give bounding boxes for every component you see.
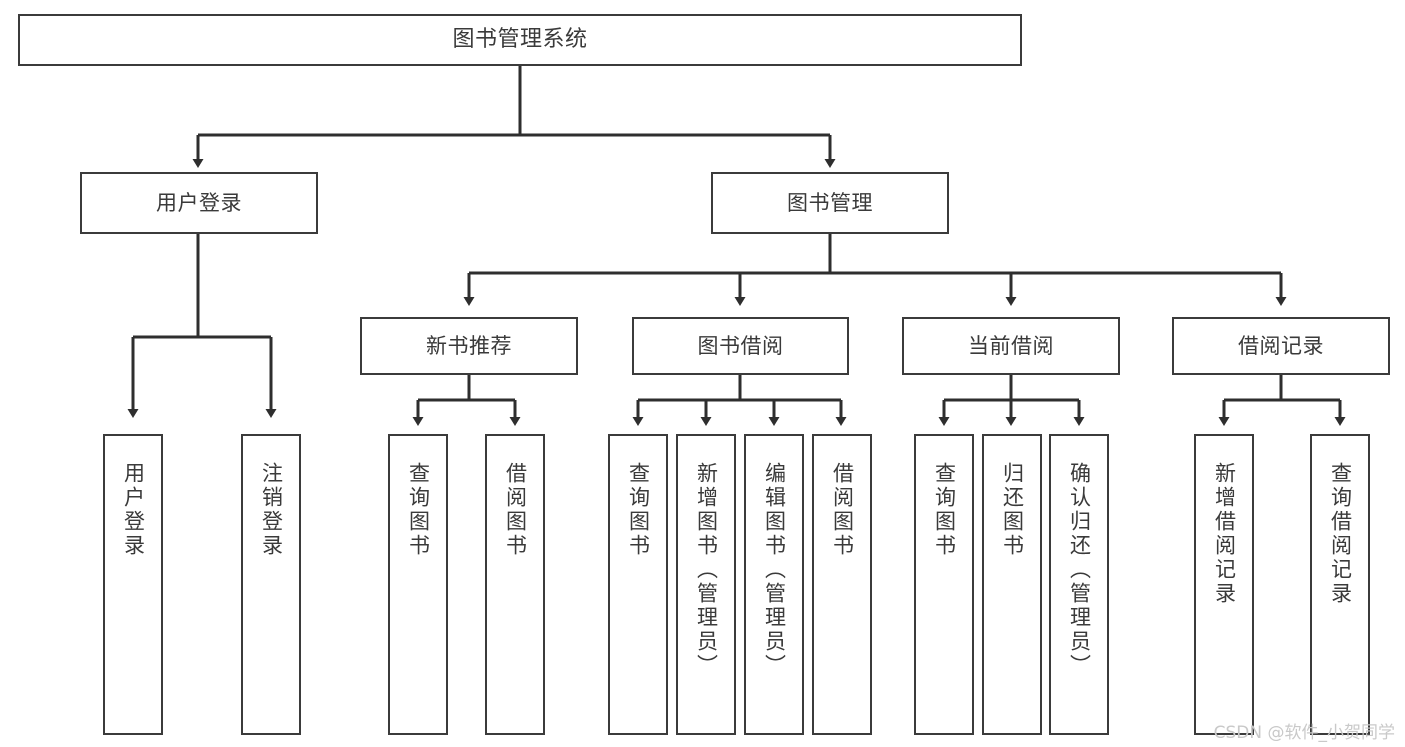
leaf-user-login-login-label: 用户登录 [121, 462, 146, 558]
node-book-management[interactable]: 图书管理 [711, 172, 949, 234]
leaf-current-query-book-label: 查询图书 [932, 462, 957, 558]
node-root[interactable]: 图书管理系统 [18, 14, 1022, 66]
leaf-user-login-logout-label: 注销登录 [259, 462, 284, 558]
node-new-book-recommend-label: 新书推荐 [426, 333, 512, 358]
leaf-record-add[interactable]: 新增借阅记录 [1194, 434, 1254, 735]
node-current-borrow-label: 当前借阅 [968, 333, 1054, 358]
node-root-label: 图书管理系统 [452, 27, 588, 53]
node-user-login[interactable]: 用户登录 [80, 172, 318, 234]
leaf-borrow-edit-book[interactable]: 编辑图书（管理员） [744, 434, 804, 735]
node-borrow-record-label: 借阅记录 [1238, 333, 1324, 358]
node-borrow-record[interactable]: 借阅记录 [1172, 317, 1390, 375]
node-book-borrow-label: 图书借阅 [697, 333, 784, 358]
leaf-new-book-query-label: 查询图书 [406, 462, 431, 558]
leaf-borrow-query-book[interactable]: 查询图书 [608, 434, 668, 735]
leaf-new-book-borrow[interactable]: 借阅图书 [485, 434, 545, 735]
node-book-management-label: 图书管理 [787, 190, 873, 215]
leaf-user-login-login[interactable]: 用户登录 [103, 434, 163, 735]
node-new-book-recommend[interactable]: 新书推荐 [360, 317, 578, 375]
leaf-borrow-edit-book-label: 编辑图书（管理员） [762, 462, 787, 678]
leaf-current-query-book[interactable]: 查询图书 [914, 434, 974, 735]
leaf-current-return-book-label: 归还图书 [1000, 462, 1025, 558]
leaf-user-login-logout[interactable]: 注销登录 [241, 434, 301, 735]
leaf-borrow-borrow-book[interactable]: 借阅图书 [812, 434, 872, 735]
leaf-record-add-label: 新增借阅记录 [1212, 462, 1237, 606]
leaf-borrow-query-book-label: 查询图书 [626, 462, 651, 558]
leaf-new-book-query[interactable]: 查询图书 [388, 434, 448, 735]
leaf-current-confirm-return-label: 确认归还（管理员） [1067, 462, 1092, 678]
leaf-borrow-add-book-label: 新增图书（管理员） [694, 462, 719, 678]
leaf-current-confirm-return[interactable]: 确认归还（管理员） [1049, 434, 1109, 735]
leaf-borrow-add-book[interactable]: 新增图书（管理员） [676, 434, 736, 735]
leaf-new-book-borrow-label: 借阅图书 [503, 462, 528, 558]
leaf-record-query[interactable]: 查询借阅记录 [1310, 434, 1370, 735]
leaf-current-return-book[interactable]: 归还图书 [982, 434, 1042, 735]
node-user-login-label: 用户登录 [156, 190, 242, 215]
node-book-borrow[interactable]: 图书借阅 [632, 317, 849, 375]
leaf-borrow-borrow-book-label: 借阅图书 [830, 462, 855, 558]
leaf-record-query-label: 查询借阅记录 [1328, 462, 1353, 606]
watermark: CSDN @软件_小贺同学 [1213, 723, 1395, 743]
node-current-borrow[interactable]: 当前借阅 [902, 317, 1120, 375]
